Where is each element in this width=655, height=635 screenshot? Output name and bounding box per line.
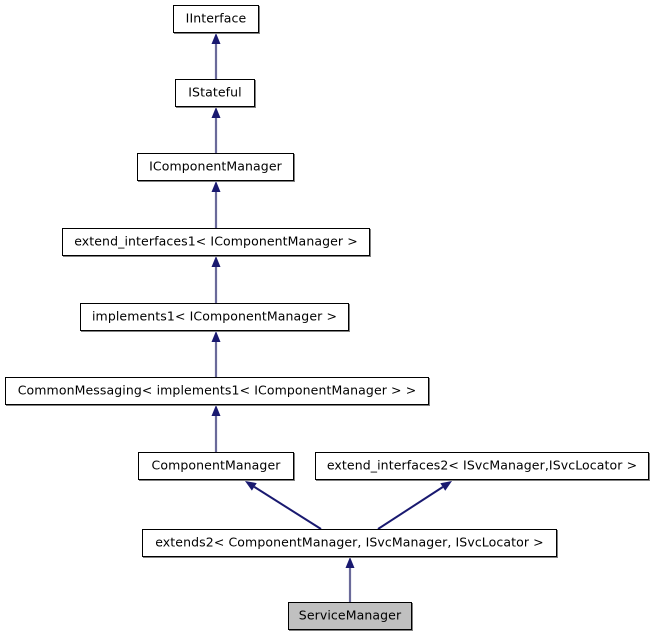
inheritance-arrow (211, 331, 221, 377)
class-node-icomponentmanager[interactable]: IComponentManager (137, 153, 294, 181)
class-node-label: IComponentManager (149, 158, 282, 174)
class-node-servicemanager[interactable]: ServiceManager (288, 602, 412, 630)
class-node-implements1[interactable]: implements1< IComponentManager > (80, 303, 349, 331)
class-node-extends2[interactable]: extends2< ComponentManager, ISvcManager,… (142, 529, 557, 557)
class-node-label: ServiceManager (298, 607, 402, 623)
class-node-componentmanager[interactable]: ComponentManager (138, 452, 294, 480)
class-node-label: extend_interfaces1< IComponentManager > (74, 233, 358, 249)
inheritance-arrow (345, 557, 355, 602)
class-node-label: IInterface (185, 10, 247, 26)
inheritance-arrow (211, 405, 221, 452)
class-node-label: IStateful (188, 84, 242, 100)
inheritance-arrow (245, 481, 322, 530)
class-node-extend_interfaces2[interactable]: extend_interfaces2< ISvcManager,ISvcLoca… (315, 452, 649, 480)
class-node-iinterface[interactable]: IInterface (173, 5, 259, 33)
class-node-label: implements1< IComponentManager > (91, 308, 338, 324)
class-node-label: extend_interfaces2< ISvcManager,ISvcLoca… (326, 457, 638, 473)
inheritance-arrow (211, 107, 221, 153)
class-node-label: ComponentManager (151, 457, 281, 473)
inheritance-arrow (211, 181, 221, 228)
class-node-commonmessaging[interactable]: CommonMessaging< implements1< IComponent… (5, 377, 429, 405)
class-node-label: CommonMessaging< implements1< IComponent… (17, 382, 417, 398)
inheritance-arrow (211, 256, 221, 303)
class-node-istateful[interactable]: IStateful (175, 79, 255, 107)
class-node-label: extends2< ComponentManager, ISvcManager,… (155, 534, 544, 550)
class-node-extend_interfaces1[interactable]: extend_interfaces1< IComponentManager > (62, 228, 370, 256)
inheritance-arrow (377, 481, 452, 530)
inheritance-arrow (211, 33, 221, 79)
